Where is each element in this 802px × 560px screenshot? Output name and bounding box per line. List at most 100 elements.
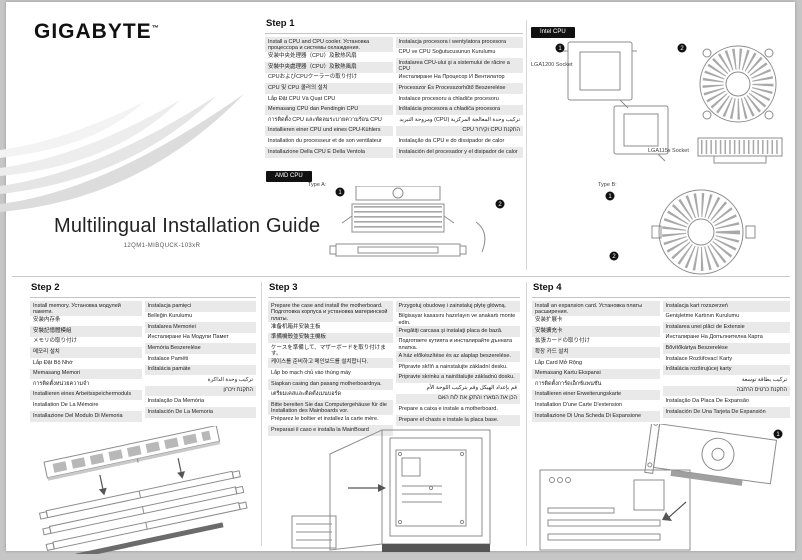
language-row: 메모리 설치 (30, 347, 142, 358)
figure-number-icon: 1 (335, 187, 345, 197)
step2-languages-col1: Install memory. Установка модулей памяти… (30, 301, 142, 422)
language-row: Installazione Della CPU E Della Ventola (265, 146, 393, 158)
lga1200-socket-label: LGA1200 Socket (531, 62, 573, 68)
step2-heading: Step 2 (30, 282, 256, 298)
language-row: 케이스를 준비하고 메인보드를 설치합니다. (268, 357, 393, 369)
language-row: Préparez le boîtier et installez la cart… (271, 416, 379, 423)
step3-languages-col2: Przygotuj obudowę i zainstaluj płytę głó… (395, 301, 520, 426)
figure-number-icon: 2 (677, 43, 687, 53)
language-row: Installation du processeur et de son ven… (268, 137, 382, 144)
language-row: 拡張カードの取り付け (535, 338, 591, 345)
language-row: Instalação Da Memória (147, 397, 205, 404)
language-row: Inštalácia procesora a chladiča procesor… (395, 104, 523, 116)
language-row: 安裝記憶體模組 (30, 326, 142, 337)
language-row: Installazione Di Una Scheda Di Espansion… (532, 410, 660, 422)
language-row: Prepare el chasis e instale la placa bas… (395, 414, 520, 426)
language-row: Installation D'une Carte D'extension (535, 401, 623, 408)
figure-number-icon: 1 (605, 191, 615, 201)
language-row: Bitte bereiten Sie das Computergehäuse f… (268, 400, 393, 415)
language-row: Prepare a caixa e instale a motherboard. (398, 405, 498, 412)
step3-section: Step 3 Prepare the case and install the … (268, 282, 520, 437)
language-row: Belleğin Kurulumu (147, 313, 193, 320)
language-row: เตรียมเคสและติดตั้งเมนบอร์ด (271, 391, 342, 398)
language-row: Przygotuj obudowę i zainstaluj płytę głó… (395, 301, 520, 312)
language-row: Installation De La Mémoire (33, 401, 99, 408)
language-row: Подгответе кутията и инсталирайте дъннат… (398, 338, 513, 351)
language-row: Инсталиране На Процесор И Вентилатор (398, 74, 505, 81)
language-row: ケースを準備して、マザーボードを取り付けます。 (271, 344, 386, 358)
language-row: Instalacja pamięci (144, 301, 256, 312)
language-row: Preparasi il caso e installa la MainBoar… (268, 425, 393, 437)
vertical-divider-right (526, 282, 527, 546)
language-row: تركيب وحدة المعالجة المركزية (CPU) ومروح… (399, 116, 520, 123)
gigabyte-logo: GIGABYTE™ (34, 20, 159, 44)
language-row: Installieren einer Erweiterungskarte (532, 389, 660, 401)
svg-text:2: 2 (680, 46, 684, 52)
step2-section: Step 2 Install memory. Установка модулей… (30, 282, 256, 422)
language-row: Installieren einer CPU und eines CPU-Küh… (265, 125, 393, 137)
language-row: התקנת זיכרון (144, 385, 256, 397)
step3-languages-col1: Prepare the case and install the motherb… (268, 301, 393, 437)
step4-heading: Step 4 (532, 282, 790, 298)
figure-number-icon: 1 (555, 43, 565, 53)
language-row: CPU 및 CPU 쿨러의 설치 (265, 83, 393, 94)
language-row: Instalacja procesora i wentylatora proce… (395, 37, 523, 48)
part-number: 12QM1-MIBQUCK-103xR (123, 243, 201, 249)
language-row: Installazione Del Modulo Di Memoria (30, 410, 142, 422)
language-row: Lắp bo mạch chủ vào thùng máy (271, 370, 351, 377)
language-row: Připravte skříň a nainstalujte základní … (398, 363, 508, 370)
language-row: Instalação da CPU e do dissipador de cal… (398, 137, 505, 144)
language-row: Install memory. Установка модулей памяти… (30, 301, 142, 316)
language-row: Lắp Đặt CPU Và Quạt CPU (268, 95, 336, 102)
language-row: Memória Beszerelése (144, 343, 256, 354)
language-row: Processzor És Processzorhűtő Beszerelése (395, 83, 523, 94)
language-row: Inštalácia rozširujúcej karty (662, 364, 790, 376)
svg-text:1: 1 (338, 190, 342, 196)
language-row: تركيب بطاقة توسعة (741, 376, 787, 383)
language-row: قم بإعداد الهيكل وقم بتركيب اللوحة الأم (426, 384, 517, 391)
type-a-label: Type A: (308, 182, 327, 188)
language-row: Instalacja kart rozszerzeń (662, 301, 790, 312)
language-row: Инсталиране На Допълнителна Карта (665, 334, 763, 341)
lga115x-socket-label: LGA115x Socket (648, 148, 689, 154)
language-row: התקנת כרטיס הרחבה (662, 385, 790, 397)
language-row: Bilgisayar kasasını hazırlayın ve anakar… (398, 313, 516, 326)
language-row: Memasang CPU dan Pendingin CPU (265, 104, 393, 116)
language-row: 安装中央处理器（CPU）及散热风扇 (268, 53, 357, 60)
language-row: Memasang Kartu Ekspansi (532, 368, 660, 380)
language-row: Pripravte skrinku a nainštalujte základn… (395, 372, 520, 384)
step3-heading: Step 3 (268, 282, 520, 298)
language-row: Instalação Da Placa De Expansão (665, 397, 749, 404)
language-row: Memasang Memori (30, 368, 142, 380)
amd-type-a-cooler-illustration: 1 2 (329, 186, 505, 257)
language-row: 准备机箱并安装主板 (271, 323, 321, 330)
step4-languages-col1: Install an expansion card. Установка пла… (532, 301, 660, 422)
language-row: CPUおよびCPUクーラーの取り付け (268, 74, 358, 81)
language-row: Lắp Card Mở Rộng (535, 359, 583, 366)
svg-text:2: 2 (498, 202, 502, 208)
language-row: การติดตั้งการ์ดเอ็กซ์แพนชัน (535, 380, 602, 387)
language-row: Instalación De Una Tarjeta De Expansión (662, 406, 790, 418)
svg-text:1: 1 (558, 46, 562, 52)
step1-section: Step 1 Install a CPU and CPU cooler. Уст… (265, 18, 523, 158)
amd-type-b-cooler-illustration: 1 2 (605, 189, 756, 275)
language-row: CPU ve CPU Soğutucusunun Kurulumu (398, 49, 496, 56)
swoosh-decoration (0, 94, 244, 212)
language-row: Instalace Paměti (147, 355, 189, 362)
language-row: Instalación De La Memoria (144, 406, 256, 418)
language-row: Instalación del procesador y el disipado… (395, 146, 523, 158)
vertical-divider-top (526, 20, 527, 270)
language-row: הכן את המארז והתקן את לוח האם (395, 393, 520, 405)
type-b-label: Type B: (598, 182, 617, 188)
step1-languages-col1: Install a CPU and CPU cooler. Установка … (265, 37, 393, 158)
brand-text: GIGABYTE (34, 20, 152, 43)
language-row: 安装内存条 (33, 317, 61, 324)
language-row: メモリの取り付け (33, 338, 78, 345)
language-row: Install a CPU and CPU cooler. Установка … (265, 37, 393, 52)
language-row: A ház előkészítése és az alaplap beszere… (395, 351, 520, 362)
language-row: 확장 카드 설치 (532, 347, 660, 358)
language-row: การติดตั้ง CPU และพัดลมระบายความร้อน CPU (268, 116, 382, 123)
